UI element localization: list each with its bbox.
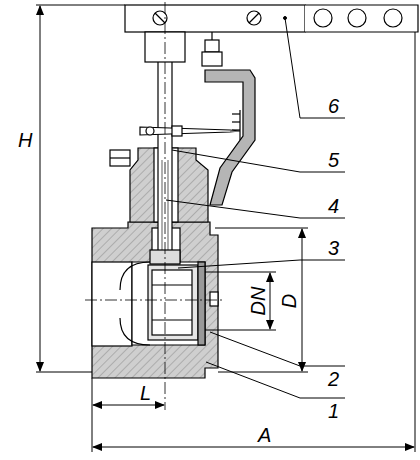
dimension-label: L [140,383,151,403]
dimension-label: D [279,294,299,308]
dimension-label: DN [248,287,268,316]
center-line [85,2,225,410]
callout-number: 2 [328,369,339,389]
dimension-label: H [18,130,32,150]
dimension-label: A [258,425,271,445]
callout-number: 4 [328,196,339,216]
valve-body [92,5,418,378]
callout-number: 1 [328,401,339,421]
leader-lines [166,17,345,399]
callout-number: 3 [328,238,339,258]
dimension-lines [36,5,415,452]
callout-number: 6 [328,96,339,116]
callout-number: 5 [328,150,339,170]
